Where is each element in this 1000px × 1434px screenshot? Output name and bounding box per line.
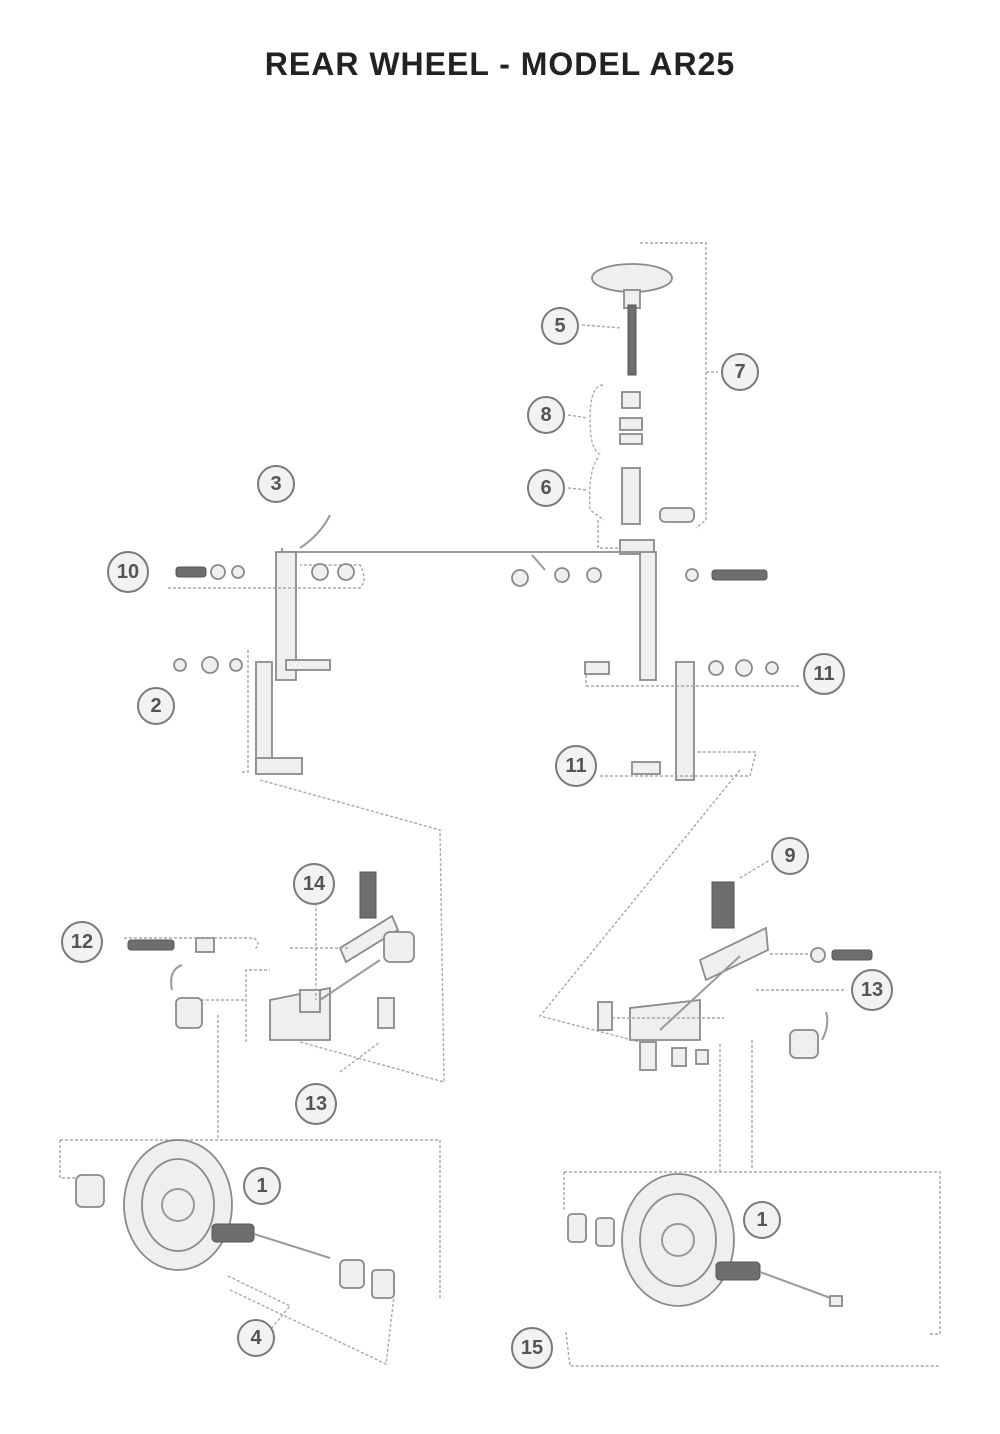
- right-wheel-assembly: [563, 1171, 941, 1367]
- callout-1-left: 1: [243, 1167, 281, 1205]
- svg-text:1: 1: [756, 1209, 767, 1231]
- svg-text:9: 9: [784, 845, 795, 867]
- callout-13-right: 13: [851, 969, 893, 1011]
- callout-12: 12: [61, 921, 103, 963]
- callout-2: 2: [137, 687, 175, 725]
- callout-11-upper: 11: [803, 653, 845, 695]
- svg-text:12: 12: [71, 931, 93, 953]
- svg-text:1: 1: [256, 1175, 267, 1197]
- rear-frame: [168, 514, 800, 781]
- callout-4: 4: [237, 1319, 275, 1357]
- callout-11-lower: 11: [555, 745, 597, 787]
- svg-text:11: 11: [813, 663, 834, 685]
- callout-13-left: 13: [295, 1083, 337, 1125]
- svg-text:15: 15: [521, 1337, 543, 1359]
- svg-text:5: 5: [554, 315, 565, 337]
- left-caster-bracket: [124, 871, 415, 1138]
- svg-text:7: 7: [734, 361, 745, 383]
- page-title: REAR WHEEL - MODEL AR25: [264, 46, 736, 82]
- callout-7: 7: [721, 353, 759, 391]
- svg-text:10: 10: [117, 561, 139, 583]
- callout-3: 3: [257, 465, 295, 503]
- handle-assembly: [567, 242, 718, 555]
- leader-lines: [259, 769, 741, 1083]
- svg-text:11: 11: [565, 755, 586, 777]
- callout-6: 6: [527, 469, 565, 507]
- callout-15: 15: [511, 1327, 553, 1369]
- svg-text:6: 6: [540, 477, 551, 499]
- right-caster-bracket: [597, 859, 873, 1172]
- callout-1-right: 1: [743, 1201, 781, 1239]
- svg-text:4: 4: [250, 1327, 262, 1349]
- fasteners: [173, 563, 779, 677]
- svg-text:14: 14: [303, 873, 326, 895]
- callout-9: 9: [771, 837, 809, 875]
- svg-text:13: 13: [861, 979, 883, 1001]
- callout-8: 8: [527, 396, 565, 434]
- svg-text:3: 3: [270, 473, 281, 495]
- callout-14: 14: [293, 863, 335, 905]
- svg-text:8: 8: [540, 404, 551, 426]
- callout-5: 5: [541, 307, 579, 345]
- svg-text:2: 2: [150, 695, 161, 717]
- svg-text:13: 13: [305, 1093, 327, 1115]
- callout-10: 10: [107, 551, 149, 593]
- left-wheel-assembly: [59, 1139, 441, 1366]
